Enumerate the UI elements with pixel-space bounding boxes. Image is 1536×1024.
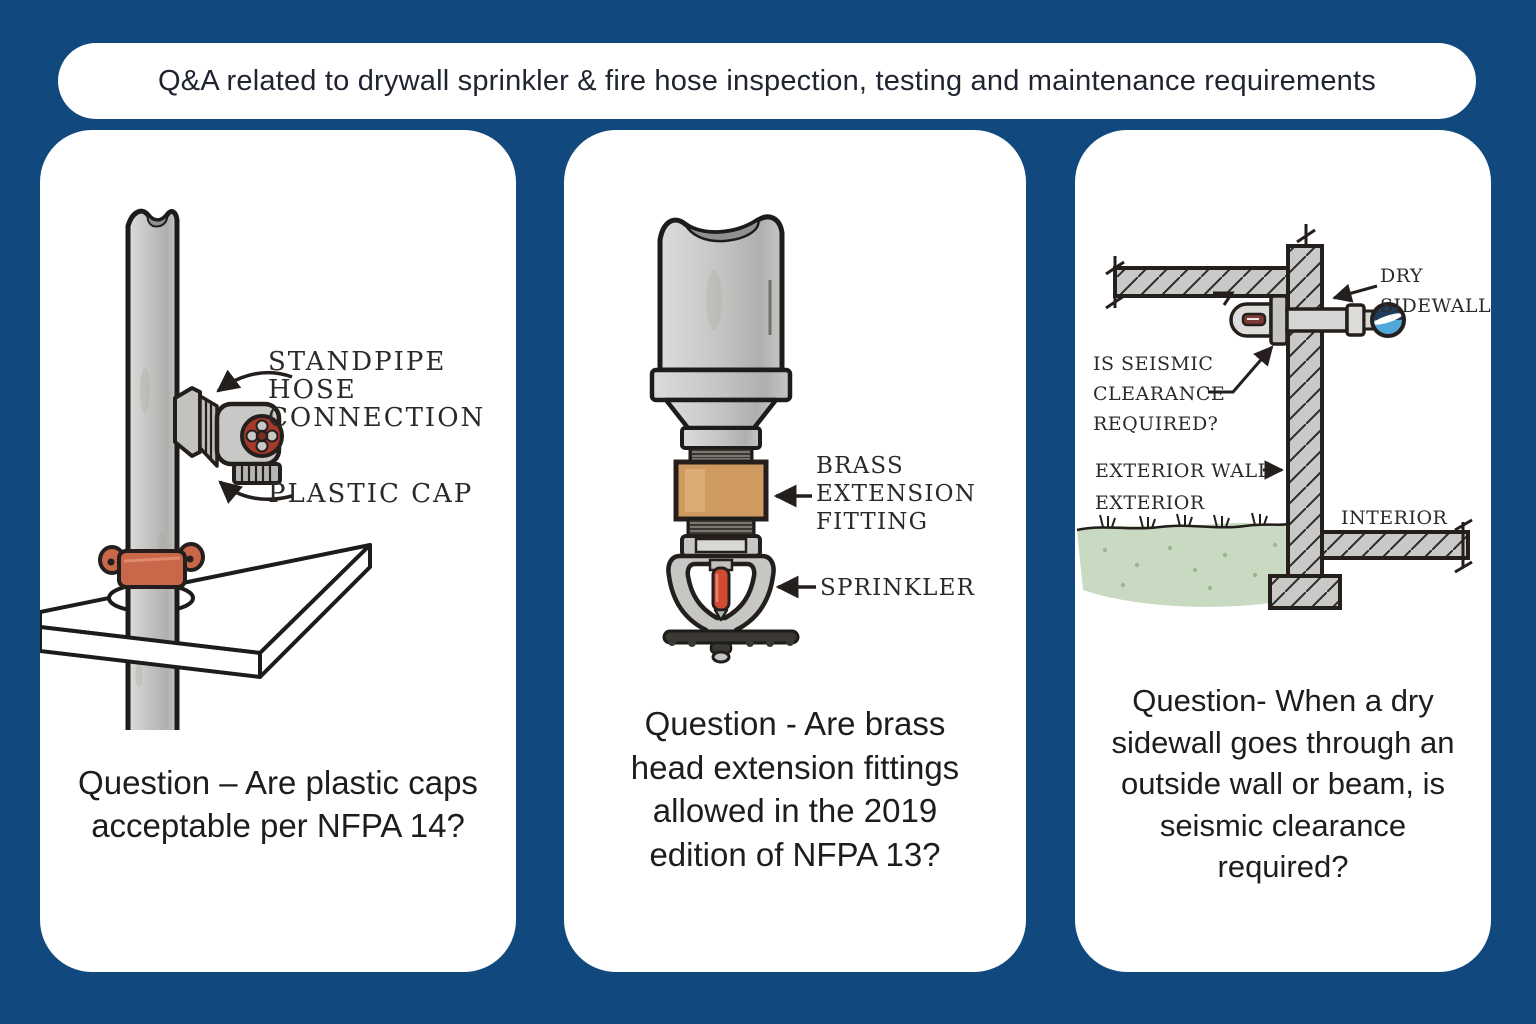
sprinkler-fitting-diagram: BRASS EXTENSION FITTING SPRINKLER xyxy=(649,214,976,664)
riser-clamp xyxy=(98,542,205,589)
arrow-hose-connection xyxy=(216,369,293,393)
label-exterior: EXTERIOR xyxy=(1095,492,1205,514)
label-connection: CONNECTION xyxy=(268,403,485,433)
glass-bulb xyxy=(711,566,731,612)
header-banner: Q&A related to drywall sprinkler & fire … xyxy=(58,43,1476,119)
label-standpipe: STANDPIPE xyxy=(268,347,446,377)
label-clearance: CLEARANCE xyxy=(1093,383,1225,405)
valve-wheel xyxy=(240,414,284,458)
plastic-cap-part xyxy=(232,462,282,485)
label-brass: BRASS xyxy=(816,453,904,479)
label-fitting: FITTING xyxy=(816,509,928,535)
label-exterior-wall: EXTERIOR WALL xyxy=(1095,460,1271,482)
grass-ground xyxy=(1076,512,1289,607)
label-required: REQUIRED? xyxy=(1093,413,1218,435)
exterior-wall-structure xyxy=(1268,224,1342,610)
question-text-brass-fittings: Question - Are brass head extension fitt… xyxy=(630,705,960,873)
arrow-plastic-cap xyxy=(218,480,293,504)
grass-tufts xyxy=(1099,512,1268,529)
dry-sidewall-diagram: DRY SIDEWALL IS SEISMIC CLEARANCE REQUIR… xyxy=(1076,224,1491,610)
supply-pipe xyxy=(649,214,793,450)
label-is-seismic: IS SEISMIC xyxy=(1093,353,1213,375)
label-sidewall: SIDEWALL xyxy=(1380,295,1491,317)
floor-slab-edge xyxy=(40,543,372,679)
card-dry-sidewall-seismic: DRY SIDEWALL IS SEISMIC CLEARANCE REQUIR… xyxy=(1075,130,1491,972)
label-sprinkler: SPRINKLER xyxy=(820,575,975,601)
threaded-nipple-top xyxy=(688,446,754,464)
label-hose: HOSE xyxy=(268,375,357,405)
banner-title: Q&A related to drywall sprinkler & fire … xyxy=(158,64,1376,97)
card-brass-extension-fitting: BRASS EXTENSION FITTING SPRINKLER Questi… xyxy=(564,130,1026,972)
deflector xyxy=(662,629,800,664)
interior-floor xyxy=(1320,518,1473,574)
dry-sidewall-sprinkler xyxy=(1213,291,1406,346)
arrow-dry-sidewall xyxy=(1332,283,1378,303)
brass-extension-fitting-part xyxy=(673,459,769,522)
card-standpipe-plastic-cap: STANDPIPE HOSE CONNECTION PLASTIC CAP Qu… xyxy=(40,130,516,972)
beam xyxy=(1105,256,1290,310)
threaded-nipple-bottom xyxy=(686,517,756,538)
standpipe-diagram: STANDPIPE HOSE CONNECTION PLASTIC CAP xyxy=(40,208,485,730)
arrow-seismic-clearance xyxy=(1208,345,1274,394)
question-text-seismic-clearance: Question- When a dry sidewall goes throu… xyxy=(1111,683,1455,885)
label-interior: INTERIOR xyxy=(1341,507,1448,529)
sprinkler-head xyxy=(662,534,800,664)
hose-valve xyxy=(173,386,284,485)
water-ball xyxy=(1370,302,1406,338)
question-text-plastic-caps: Question – Are plastic caps acceptable p… xyxy=(78,764,478,844)
label-extension: EXTENSION xyxy=(816,481,976,507)
label-plastic-cap: PLASTIC CAP xyxy=(268,479,473,509)
label-dry: DRY xyxy=(1380,265,1423,287)
